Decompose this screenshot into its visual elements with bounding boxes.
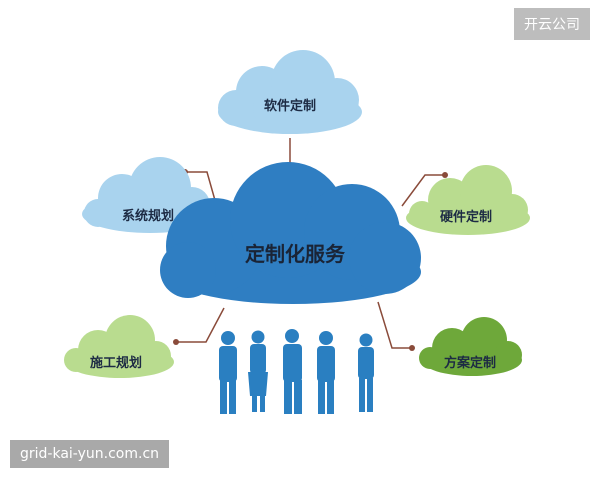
- connector-solution: [377, 301, 412, 349]
- cloud-software: [218, 50, 362, 134]
- label-software: 软件定制: [263, 99, 316, 114]
- person-4: [317, 331, 335, 414]
- label-center: 定制化服务: [245, 242, 345, 266]
- cloud-construction: [64, 315, 174, 378]
- label-construction: 施工规划: [89, 356, 142, 371]
- person-1: [219, 331, 237, 414]
- label-hardware: 硬件定制: [439, 210, 492, 225]
- cloud-center: [160, 162, 421, 304]
- company-badge: 开云公司: [514, 8, 590, 40]
- person-5: [358, 333, 374, 412]
- cloud-solution: [419, 317, 522, 376]
- label-solution: 方案定制: [443, 356, 496, 371]
- person-3: [283, 329, 302, 414]
- cloud-hardware: [406, 165, 530, 235]
- person-2: [248, 330, 268, 412]
- people-group-icon: [219, 329, 374, 414]
- label-system: 系统规划: [121, 209, 174, 224]
- connector-hardware: [401, 174, 445, 207]
- watermark-url: grid-kai-yun.com.cn: [10, 440, 170, 468]
- connector-construction: [176, 307, 225, 343]
